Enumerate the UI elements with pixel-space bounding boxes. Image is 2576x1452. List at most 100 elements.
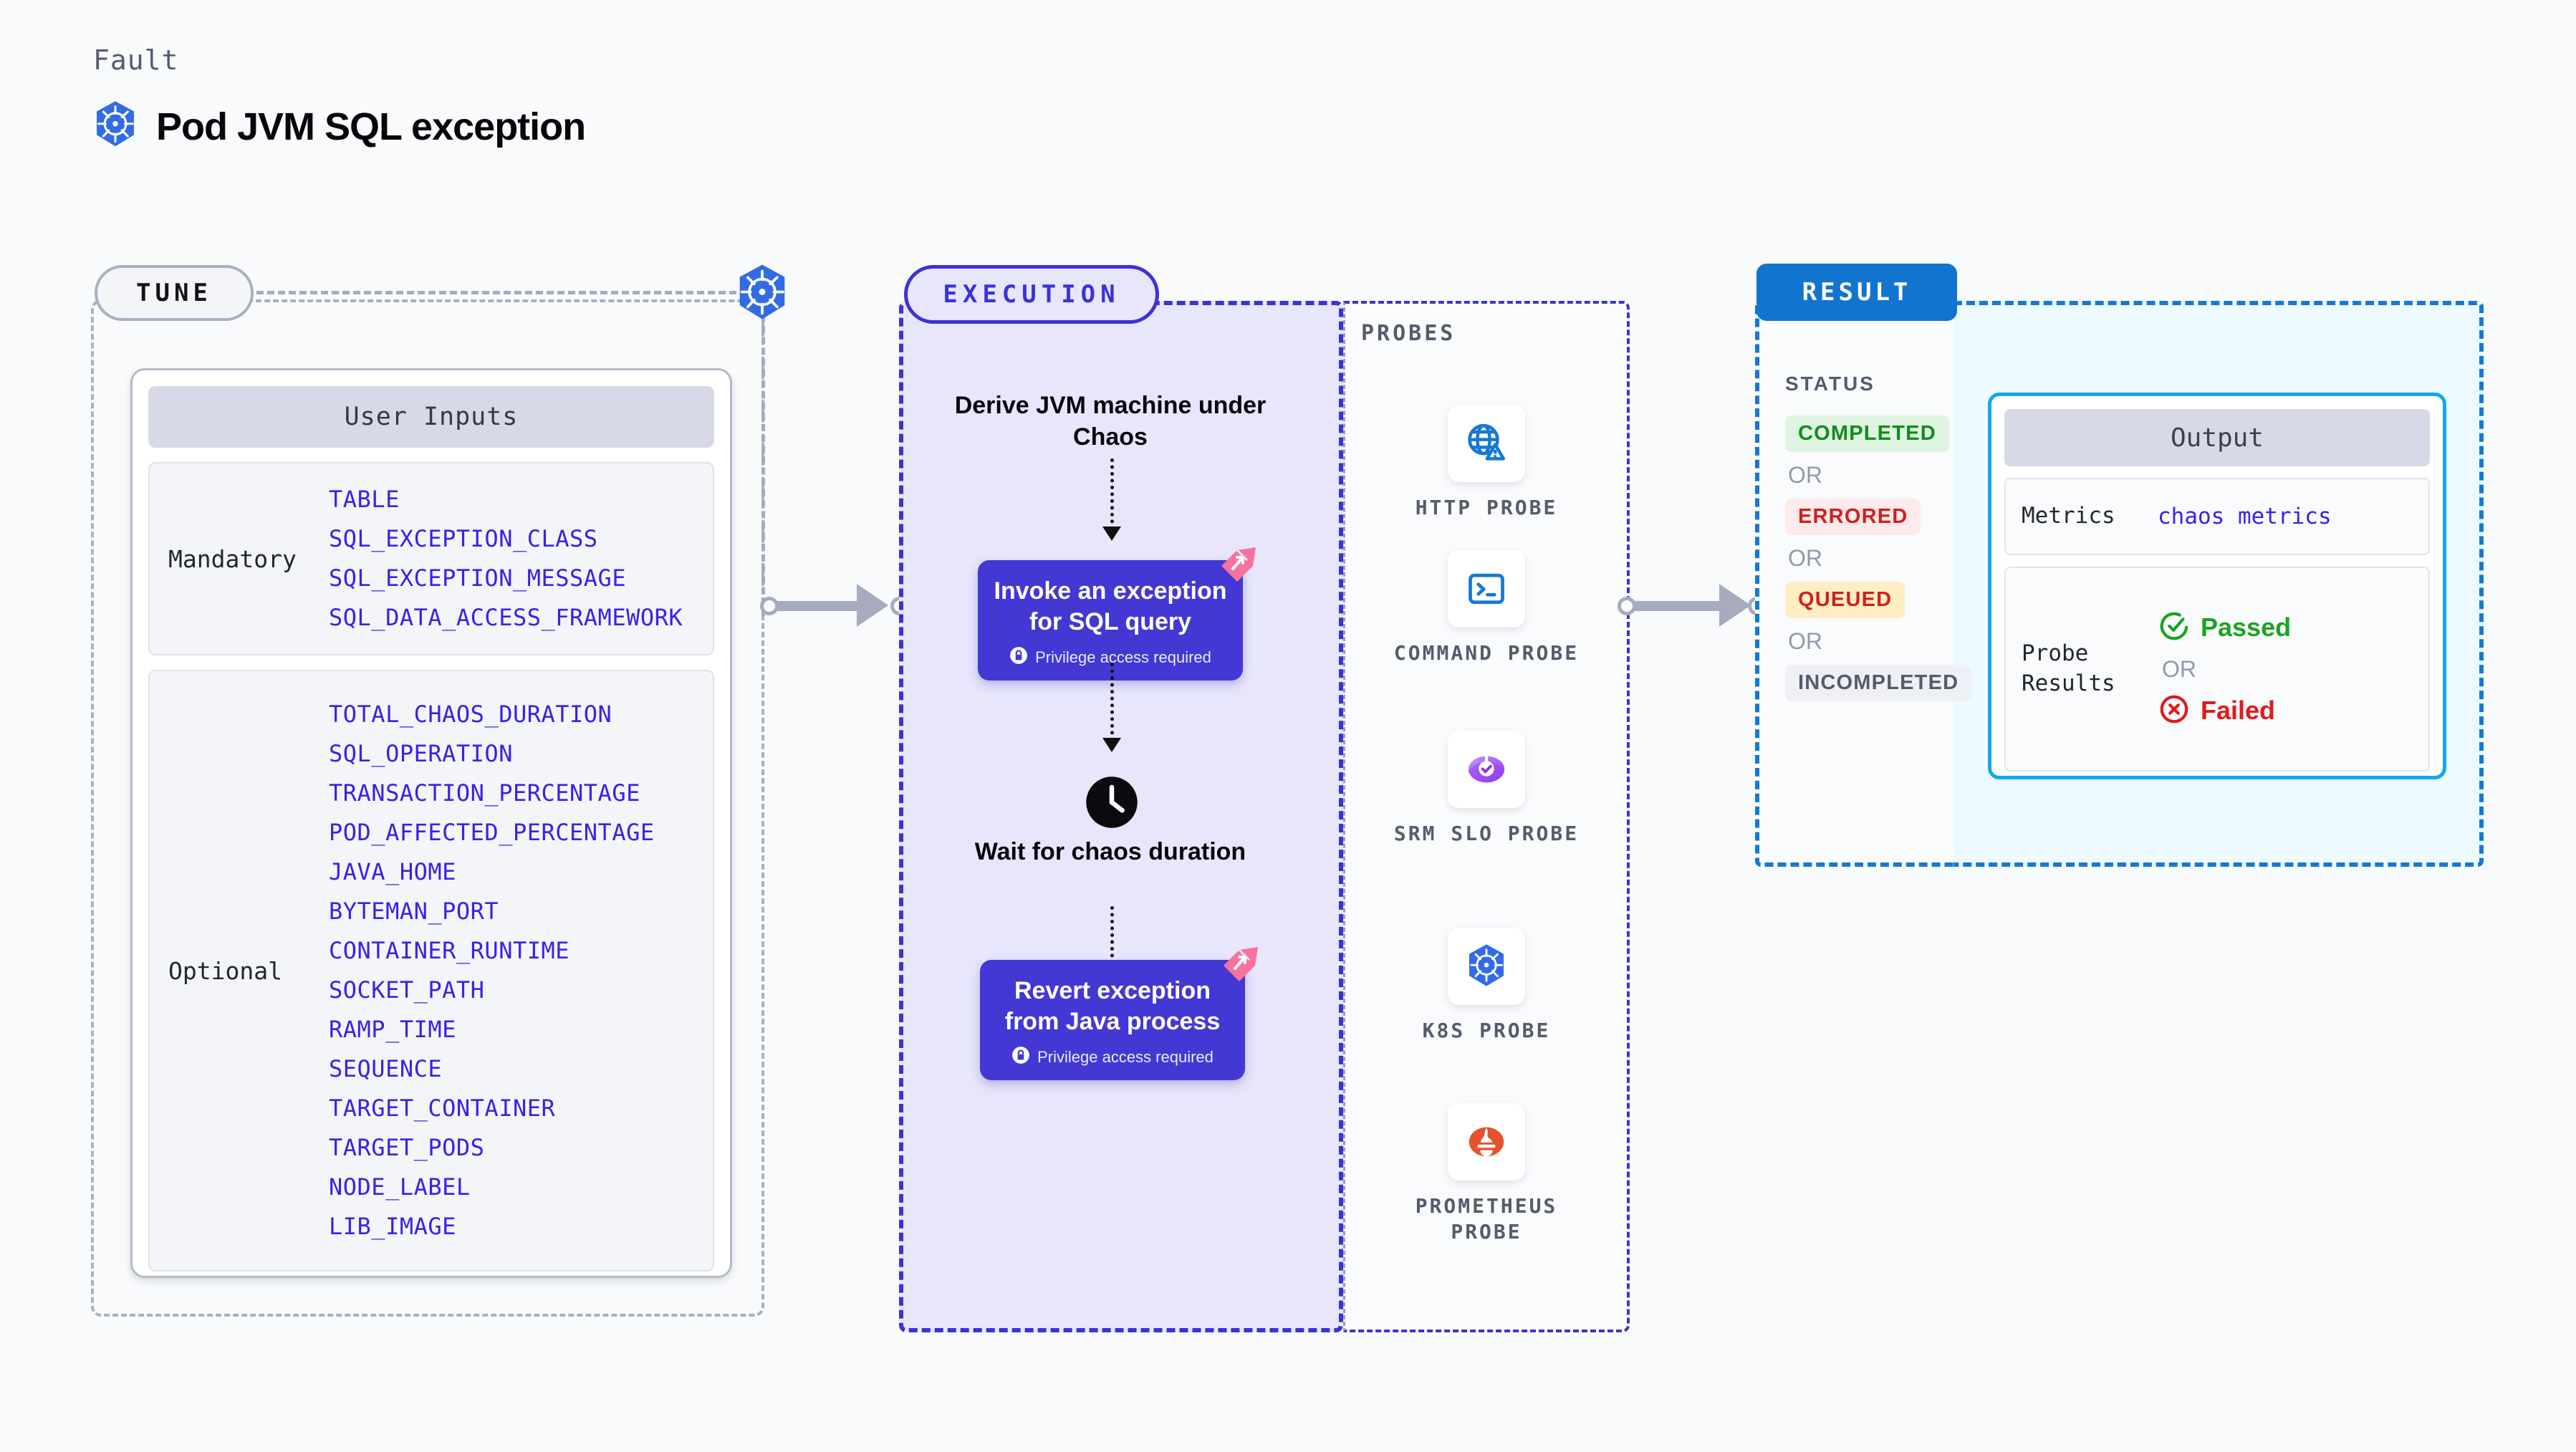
connector-dot-start [1618, 597, 1636, 615]
lock-icon [1011, 1046, 1030, 1069]
optional-param-list: TOTAL_CHAOS_DURATION SQL_OPERATION TRANS… [329, 695, 655, 1246]
probe-srm-slo[interactable]: SRM SLO PROBE [1379, 731, 1594, 847]
flow-box-invoke-exception[interactable]: Invoke an exception for SQL query Privil… [978, 547, 1256, 681]
optional-group: Optional TOTAL_CHAOS_DURATION SQL_OPERAT… [148, 670, 714, 1271]
or-separator: OR [1788, 628, 1822, 654]
connector-arrowhead [857, 584, 888, 627]
probe-result-passed: Passed [2158, 610, 2291, 646]
flow-step-derive: Derive JVM machine under Chaos [954, 392, 1267, 451]
tune-pill-label: TUNE [136, 279, 212, 307]
clock-icon [1084, 774, 1140, 834]
user-inputs-header-label: User Inputs [344, 403, 519, 431]
mandatory-param-list: TABLE SQL_EXCEPTION_CLASS SQL_EXCEPTION_… [329, 480, 683, 638]
kubernetes-icon [1448, 928, 1525, 1005]
list-item[interactable]: SQL_EXCEPTION_MESSAGE [329, 564, 627, 592]
kubernetes-icon [93, 100, 138, 153]
privilege-note-label: Privilege access required [1037, 1047, 1213, 1066]
status-badge: ERRORED [1785, 499, 1921, 535]
execution-pill: EXECUTION [904, 265, 1159, 324]
passed-label: Passed [2201, 612, 2292, 642]
probe-command[interactable]: COMMAND PROBE [1379, 550, 1594, 666]
user-inputs-header: User Inputs [148, 386, 714, 448]
page-title: Pod JVM SQL exception [156, 105, 586, 148]
litmus-corner-icon [1221, 944, 1261, 984]
srm-slo-icon [1448, 731, 1525, 808]
check-circle-icon [2158, 610, 2191, 646]
status-badge: INCOMPLETED [1785, 665, 1972, 701]
list-item[interactable]: TABLE [329, 485, 400, 513]
probe-caption: PROMETHEUS PROBE [1415, 1194, 1558, 1244]
list-item[interactable]: POD_AFFECTED_PERCENTAGE [329, 818, 655, 846]
user-inputs-card: User Inputs Mandatory TABLE SQL_EXCEPTIO… [130, 368, 732, 1278]
tune-top-dashed-line [256, 291, 758, 294]
probe-results-values: Passed OR Failed [2158, 610, 2291, 729]
metrics-key: Metrics [2022, 503, 2115, 529]
globe-warning-icon [1448, 405, 1525, 482]
privilege-note-label: Privilege access required [1035, 648, 1211, 666]
status-badge: COMPLETED [1785, 415, 1949, 452]
x-circle-icon [2158, 693, 2191, 729]
list-item[interactable]: CONTAINER_RUNTIME [329, 936, 570, 964]
status-label: STATUS [1785, 372, 1875, 395]
list-item[interactable]: TARGET_PODS [329, 1134, 485, 1162]
connector-arrowhead [1719, 584, 1751, 627]
mandatory-group: Mandatory TABLE SQL_EXCEPTION_CLASS SQL_… [148, 462, 714, 655]
output-header-label: Output [2170, 423, 2264, 453]
mandatory-label: Mandatory [168, 544, 297, 573]
flow-arrow-3 [1110, 906, 1114, 978]
connector-tune-execution [769, 601, 869, 611]
kubernetes-icon [735, 264, 789, 326]
optional-label: Optional [168, 956, 282, 985]
output-card: Output Metrics chaos metrics Probe Resul… [1988, 393, 2446, 779]
flow-arrowhead-1 [1102, 527, 1121, 541]
or-separator: OR [1788, 462, 1822, 488]
list-item[interactable]: JAVA_HOME [329, 857, 456, 885]
probe-http[interactable]: HTTP PROBE [1379, 405, 1594, 521]
list-item[interactable]: TARGET_CONTAINER [329, 1095, 556, 1122]
result-pill: RESULT [1756, 264, 1957, 321]
probe-caption: HTTP PROBE [1415, 496, 1558, 519]
privilege-note: Privilege access required [989, 646, 1231, 669]
flow-step-wait: Wait for chaos duration [974, 838, 1246, 865]
probe-prometheus[interactable]: PROMETHEUS PROBE [1379, 1103, 1594, 1246]
lock-icon [1009, 646, 1028, 669]
flow-box-title: Invoke an exception for SQL query [994, 577, 1227, 635]
list-item[interactable]: SQL_OPERATION [329, 739, 513, 767]
or-separator: OR [1788, 545, 1822, 571]
result-pill-label: RESULT [1802, 278, 1912, 307]
probe-caption: COMMAND PROBE [1393, 641, 1580, 665]
metrics-row: Metrics chaos metrics [2004, 478, 2430, 555]
title-row: Pod JVM SQL exception [93, 100, 586, 153]
execution-pill-label: EXECUTION [943, 280, 1120, 309]
status-badge: QUEUED [1785, 582, 1905, 618]
tune-pill: TUNE [95, 265, 254, 321]
status-list: COMPLETED OR ERRORED OR QUEUED OR INCOMP… [1785, 415, 1972, 701]
list-item[interactable]: LIB_IMAGE [329, 1213, 456, 1241]
metrics-value[interactable]: chaos metrics [2158, 504, 2332, 529]
list-item[interactable]: NODE_LABEL [329, 1173, 471, 1201]
page-header: Fault Pod JVM SQL exception [93, 44, 586, 153]
flow-arrow-1 [1110, 458, 1114, 530]
list-item[interactable]: TOTAL_CHAOS_DURATION [329, 700, 612, 728]
list-item[interactable]: SEQUENCE [329, 1055, 443, 1083]
flow-box-revert-exception[interactable]: Revert exception from Java process Privi… [980, 947, 1258, 1080]
privilege-note: Privilege access required [991, 1046, 1234, 1069]
list-item[interactable]: BYTEMAN_PORT [329, 897, 499, 925]
list-item[interactable]: SQL_DATA_ACCESS_FRAMEWORK [329, 604, 683, 632]
or-separator: OR [2162, 655, 2196, 682]
list-item[interactable]: RAMP_TIME [329, 1016, 456, 1044]
probe-caption: SRM SLO PROBE [1393, 822, 1580, 845]
probe-result-failed: Failed [2158, 693, 2291, 729]
flow-arrow-2 [1110, 663, 1114, 741]
probe-caption: K8S PROBE [1422, 1019, 1551, 1042]
probe-k8s[interactable]: K8S PROBE [1379, 928, 1594, 1044]
litmus-corner-icon [1219, 544, 1259, 585]
list-item[interactable]: SOCKET_PATH [329, 976, 485, 1004]
fault-kicker: Fault [93, 44, 179, 76]
list-item[interactable]: TRANSACTION_PERCENTAGE [329, 779, 640, 807]
tune-right-dashed-line [761, 315, 765, 616]
list-item[interactable]: SQL_EXCEPTION_CLASS [329, 524, 598, 552]
prometheus-icon [1448, 1103, 1525, 1181]
connector-execution-result [1626, 601, 1734, 611]
probe-results-row: Probe Results Passed OR Failed [2004, 567, 2430, 771]
